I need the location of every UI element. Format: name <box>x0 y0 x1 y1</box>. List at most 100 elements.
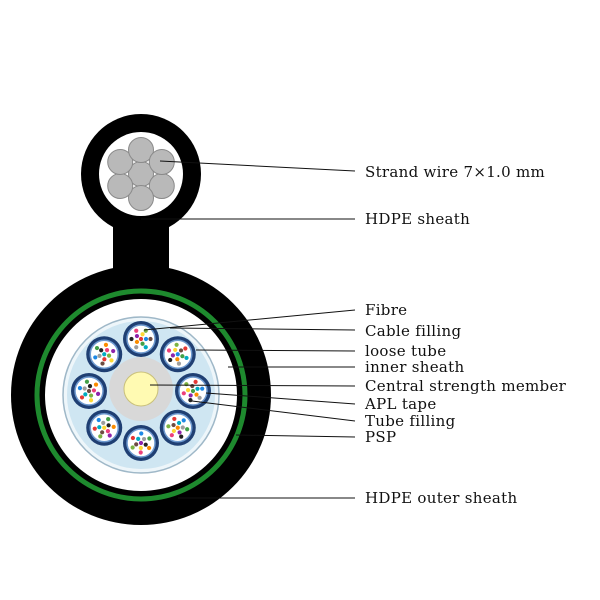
fibre <box>180 354 185 359</box>
fibre <box>177 430 182 435</box>
label-apl-tape: APL tape <box>364 395 437 413</box>
fibre <box>100 361 105 366</box>
fibre <box>170 353 175 358</box>
fibre <box>130 445 135 450</box>
fibre <box>98 434 103 439</box>
fibre <box>138 336 144 342</box>
fibre <box>97 425 102 430</box>
fibre <box>140 332 145 337</box>
fibre <box>188 398 193 403</box>
label-loose-tube: loose tube <box>365 342 446 360</box>
fibre <box>138 450 143 455</box>
fibre <box>171 428 176 434</box>
label-fibre: Fibre <box>365 301 407 319</box>
fibre <box>102 357 107 362</box>
leader-psp <box>235 434 356 438</box>
loose-tube <box>86 409 123 446</box>
fibre <box>171 422 176 428</box>
leader-apl-tape <box>205 392 356 405</box>
fibre <box>97 353 102 359</box>
leader-central-strength-member <box>149 384 356 387</box>
fibre <box>143 442 148 447</box>
fibre <box>134 442 139 447</box>
strand-wire <box>128 185 154 211</box>
fibre <box>79 395 85 400</box>
fibre <box>86 388 92 394</box>
fibre <box>95 391 101 396</box>
fibre <box>104 348 110 353</box>
labels: Strand wire 7×1.0 mm HDPE sheath Fibre C… <box>364 163 567 507</box>
fibre <box>176 420 182 426</box>
fibre <box>105 429 111 434</box>
fibre <box>190 383 195 389</box>
loose-tube <box>123 425 159 461</box>
fibre <box>101 420 106 425</box>
fibre <box>184 355 189 361</box>
fibre <box>195 386 200 391</box>
fibre <box>93 382 99 387</box>
fibre <box>92 426 97 431</box>
fibre <box>147 436 152 441</box>
fibre <box>200 386 205 391</box>
fibre <box>194 392 199 397</box>
strand-wire <box>107 173 134 199</box>
fibre <box>88 398 94 403</box>
leader-lines <box>141 160 356 499</box>
fibre <box>143 345 148 350</box>
fibre <box>197 395 202 400</box>
fibre <box>175 357 180 362</box>
fibre <box>180 425 185 430</box>
label-hdpe-sheath: HDPE sheath <box>365 210 470 228</box>
fibre <box>107 433 112 438</box>
leader-loose-tube <box>195 349 356 352</box>
leader-fibre <box>143 309 356 331</box>
loose-tube <box>123 321 159 357</box>
fibre <box>146 445 152 451</box>
fibre <box>166 424 171 429</box>
fibre <box>176 361 182 366</box>
fibre <box>91 388 97 393</box>
fibre <box>193 379 198 384</box>
fibre <box>77 386 83 391</box>
fibre <box>109 358 114 363</box>
fibre <box>82 386 87 391</box>
loose-tube <box>175 373 211 409</box>
fibre <box>138 440 144 446</box>
strand-wire <box>107 149 134 175</box>
leader-strand-wire <box>159 160 356 172</box>
leader-tube-filling <box>191 400 356 422</box>
fibre <box>106 417 111 422</box>
loose-tube <box>159 409 196 446</box>
fibre <box>185 388 191 393</box>
fibre <box>190 388 196 394</box>
fibre <box>136 436 141 441</box>
fibre <box>185 427 190 432</box>
fibre <box>169 433 174 438</box>
fibre <box>94 345 100 351</box>
fibre <box>183 346 188 351</box>
fibre <box>181 418 186 423</box>
fibre <box>139 431 144 436</box>
fibre <box>83 392 88 397</box>
loose-tubes <box>71 321 211 461</box>
fibre <box>174 342 179 347</box>
fibre <box>148 336 153 342</box>
fibre <box>181 391 186 396</box>
fibre <box>138 445 143 451</box>
fibre <box>96 417 101 423</box>
fibre <box>106 353 112 358</box>
label-central-strength-member: Central strength member <box>365 377 567 395</box>
label-hdpe-outer-sheath: HDPE outer sheath <box>365 489 517 507</box>
fibre <box>178 348 184 353</box>
fibre <box>134 339 140 345</box>
fibre <box>87 384 93 389</box>
fibre <box>134 333 140 339</box>
fibre <box>172 416 177 422</box>
fibre <box>143 336 149 342</box>
fibre <box>93 355 98 360</box>
label-strand-wire: Strand wire 7×1.0 mm <box>365 163 545 181</box>
loose-tube <box>71 373 107 409</box>
fibre <box>99 348 104 353</box>
